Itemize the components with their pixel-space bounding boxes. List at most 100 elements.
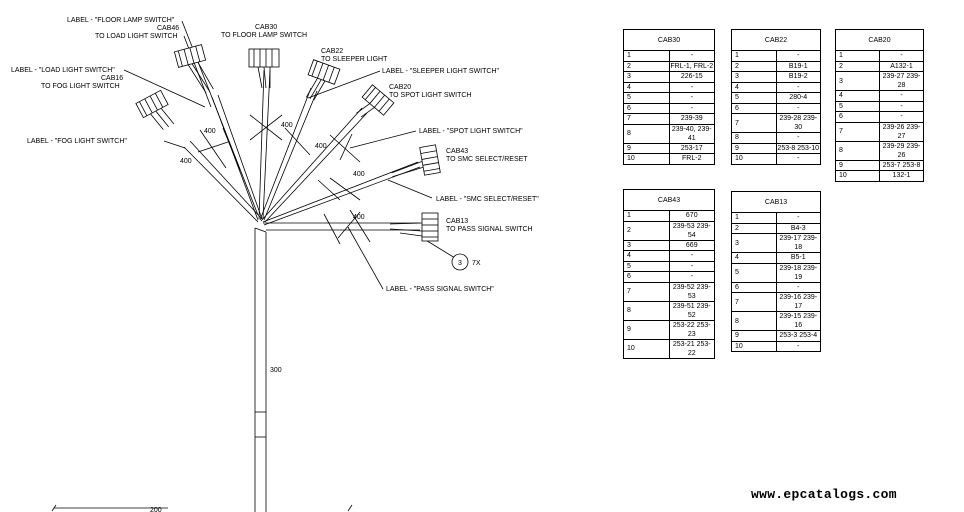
pin-circuit: - bbox=[879, 90, 924, 102]
pin-number: 4 bbox=[623, 250, 670, 262]
cab22-desc: TO SLEEPER LIGHT bbox=[321, 56, 388, 63]
callout-number: 3 bbox=[458, 260, 462, 267]
pin-number: 2 bbox=[623, 60, 670, 72]
pin-row: 4- bbox=[731, 81, 821, 93]
dimension-400-pass: 400 bbox=[353, 214, 365, 221]
watermark: www.epcatalogs.com bbox=[751, 487, 897, 502]
pin-row: 6- bbox=[623, 102, 715, 114]
pin-row: 6- bbox=[623, 271, 715, 283]
pin-row: 4- bbox=[835, 90, 924, 102]
pin-number: 7 bbox=[835, 121, 880, 142]
pin-number: 7 bbox=[623, 281, 670, 302]
pin-number: 4 bbox=[731, 81, 777, 93]
pin-number: 10 bbox=[835, 170, 880, 182]
pin-number: 3 bbox=[623, 239, 670, 251]
callout-qty: 7X bbox=[472, 260, 481, 267]
pin-circuit: B4-3 bbox=[775, 222, 821, 234]
pin-circuit: B5-1 bbox=[775, 252, 821, 264]
pin-row: 5- bbox=[835, 100, 924, 112]
cab20-id: CAB20 bbox=[389, 84, 411, 91]
pin-table-title: CAB43 bbox=[623, 189, 715, 211]
dimension-300: 300 bbox=[270, 367, 282, 374]
pin-row: 10- bbox=[731, 153, 821, 165]
pin-number: 10 bbox=[731, 340, 777, 352]
pin-circuit: - bbox=[775, 153, 821, 165]
pin-circuit: 253-17 bbox=[668, 142, 715, 154]
pin-number: 4 bbox=[623, 81, 670, 93]
dimension-400-smc: 400 bbox=[353, 171, 365, 178]
pin-circuit: 132-1 bbox=[879, 170, 924, 182]
pin-table-title: CAB20 bbox=[835, 29, 924, 51]
label-fog-light-switch: LABEL - "FOG LIGHT SWITCH" bbox=[27, 138, 127, 145]
branch-cab30 bbox=[258, 69, 271, 220]
branch-cab20 bbox=[260, 107, 368, 223]
pin-circuit: 239-16 239-17 bbox=[775, 292, 821, 312]
pin-number: 4 bbox=[731, 252, 777, 264]
connector-cab16 bbox=[135, 89, 175, 130]
cab46-id: CAB46 bbox=[157, 25, 179, 32]
pin-row: 4- bbox=[623, 81, 715, 93]
pin-number: 5 bbox=[623, 260, 670, 272]
pin-circuit: - bbox=[668, 102, 715, 114]
pin-row: 6- bbox=[835, 111, 924, 123]
cab20-desc: TO SPOT LIGHT SWITCH bbox=[389, 92, 471, 99]
pin-number: 9 bbox=[623, 319, 670, 340]
pin-number: 3 bbox=[731, 233, 777, 253]
pin-number: 7 bbox=[731, 292, 777, 312]
pin-circuit: - bbox=[879, 50, 924, 62]
pin-number: 10 bbox=[623, 153, 670, 165]
connector-cab20 bbox=[356, 84, 395, 118]
pin-number: 1 bbox=[835, 50, 880, 62]
pin-number: 5 bbox=[623, 92, 670, 104]
connector-cab13 bbox=[389, 212, 439, 242]
pin-circuit: 239-15 239-16 bbox=[775, 311, 821, 331]
pin-number: 10 bbox=[623, 338, 670, 359]
pin-number: 8 bbox=[731, 132, 777, 144]
connector-cab43 bbox=[391, 144, 441, 178]
pin-number: 9 bbox=[835, 159, 880, 171]
pin-circuit: 239-17 239-18 bbox=[775, 233, 821, 253]
dimension-400-fog: 400 bbox=[180, 158, 192, 165]
pin-row: 1- bbox=[623, 50, 715, 62]
pin-circuit: - bbox=[775, 281, 821, 293]
pin-number: 7 bbox=[731, 113, 777, 133]
pin-table-title: CAB13 bbox=[731, 191, 821, 213]
dimension-200: 200 bbox=[150, 507, 162, 512]
pin-circuit: - bbox=[668, 250, 715, 262]
pin-circuit: 253-8 253-10 bbox=[775, 142, 821, 154]
trunk-harness bbox=[51, 20, 456, 512]
cab13-desc: TO PASS SIGNAL SWITCH bbox=[446, 226, 533, 233]
pin-circuit: - bbox=[775, 81, 821, 93]
pin-circuit: 253-7 253-8 bbox=[879, 159, 924, 171]
cab22-id: CAB22 bbox=[321, 48, 343, 55]
pin-number: 1 bbox=[623, 210, 670, 222]
pin-number: 2 bbox=[731, 222, 777, 234]
pin-circuit: 253-22 253-23 bbox=[668, 319, 715, 340]
label-smc-select-reset: LABEL - "SMC SELECT/RESET" bbox=[436, 196, 539, 203]
label-pass-signal-switch: LABEL - "PASS SIGNAL SWITCH" bbox=[386, 286, 494, 293]
pin-number: 9 bbox=[623, 142, 670, 154]
pin-circuit: - bbox=[775, 132, 821, 144]
pin-circuit: B19-2 bbox=[775, 71, 821, 83]
